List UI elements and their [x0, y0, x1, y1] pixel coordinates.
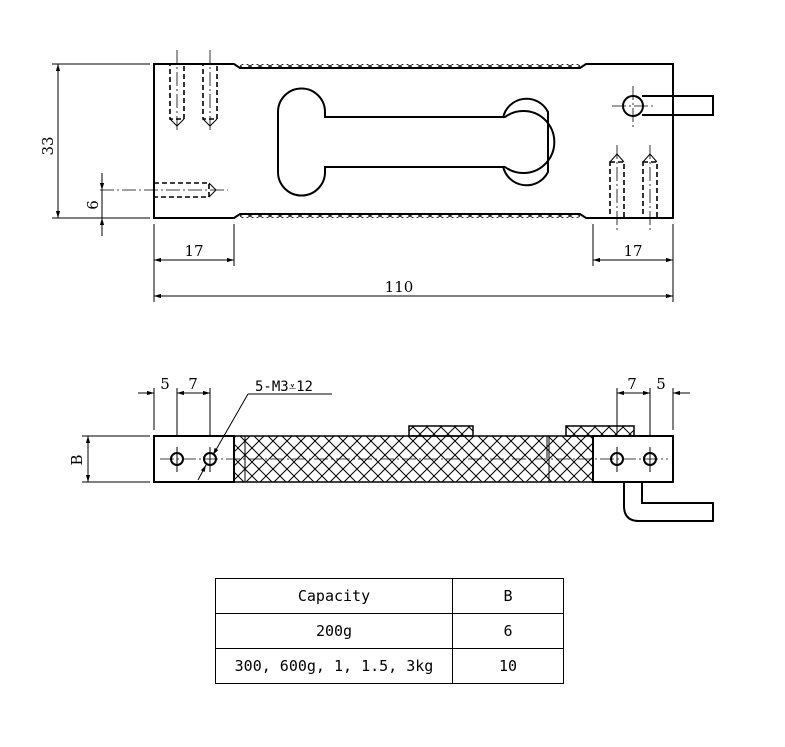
top-pad-2 [565, 425, 635, 437]
cable-side-view [623, 482, 714, 522]
side-hole-left-2 [203, 447, 217, 472]
top-gauge-band [240, 64, 580, 68]
threaded-hole-bottom-right-1 [609, 145, 625, 230]
threaded-hole-top-left-1 [169, 50, 185, 132]
cell-b: 10 [452, 648, 564, 684]
dim-height-label: 33 [39, 136, 57, 155]
dim-right-hole-spacing: 7 5 [616, 375, 690, 436]
thread-note-leader: 5-M3⩡12 [197, 379, 332, 481]
side-hole-right-2 [643, 447, 657, 472]
dim-overall-length-label: 110 [385, 278, 414, 296]
dim-hole-offset: 6 [84, 173, 105, 236]
header-b: B [452, 578, 564, 614]
dim-left-section-label: 17 [184, 242, 203, 260]
dim-left-hole-spacing: 5 7 [138, 375, 211, 436]
side-hole-left-1 [170, 447, 184, 472]
thread-note-label: 5-M3⩡12 [255, 379, 313, 395]
dim-right-section-label: 17 [623, 242, 642, 260]
dim-right-edge-label: 5 [656, 375, 666, 393]
dim-right-spacing-label: 7 [627, 375, 637, 393]
cable-top-view [612, 86, 714, 128]
side-hole-right-1 [610, 447, 624, 472]
dim-left-section: 17 [153, 224, 235, 302]
cell-b: 6 [452, 613, 564, 649]
dim-thickness-label: B [68, 454, 86, 465]
spec-table: Capacity B 200g 6 300, 600g, 1, 1.5, 3kg… [215, 578, 564, 684]
dim-left-edge-label: 5 [160, 375, 170, 393]
top-view: 33 6 17 17 110 [39, 50, 714, 302]
dogbone-cutout [277, 87, 556, 197]
dim-thickness: B [68, 435, 150, 483]
threaded-hole-side-left [100, 182, 228, 198]
body-outline [153, 63, 674, 219]
threaded-hole-bottom-right-2 [642, 145, 658, 230]
header-capacity: Capacity [215, 578, 453, 614]
dim-height: 33 [39, 63, 150, 219]
dim-overall-length: 110 [154, 278, 673, 299]
dim-right-section: 17 [592, 224, 674, 302]
bottom-gauge-band [240, 214, 580, 218]
dogbone-right-lobe [502, 97, 549, 187]
table-row: 200g 6 [215, 613, 564, 649]
cell-capacity: 200g [215, 613, 453, 649]
table-header-row: Capacity B [215, 578, 564, 614]
threaded-hole-top-left-2 [202, 50, 218, 132]
table-row: 300, 600g, 1, 1.5, 3kg 10 [215, 648, 564, 684]
right-mount-block [592, 435, 674, 483]
cell-capacity: 300, 600g, 1, 1.5, 3kg [215, 648, 453, 684]
dim-left-spacing-label: 7 [188, 375, 198, 393]
top-pad-1 [408, 425, 474, 437]
dim-hole-offset-label: 6 [84, 200, 102, 210]
side-view: B 5 7 7 5 5-M3⩡12 [68, 375, 714, 522]
